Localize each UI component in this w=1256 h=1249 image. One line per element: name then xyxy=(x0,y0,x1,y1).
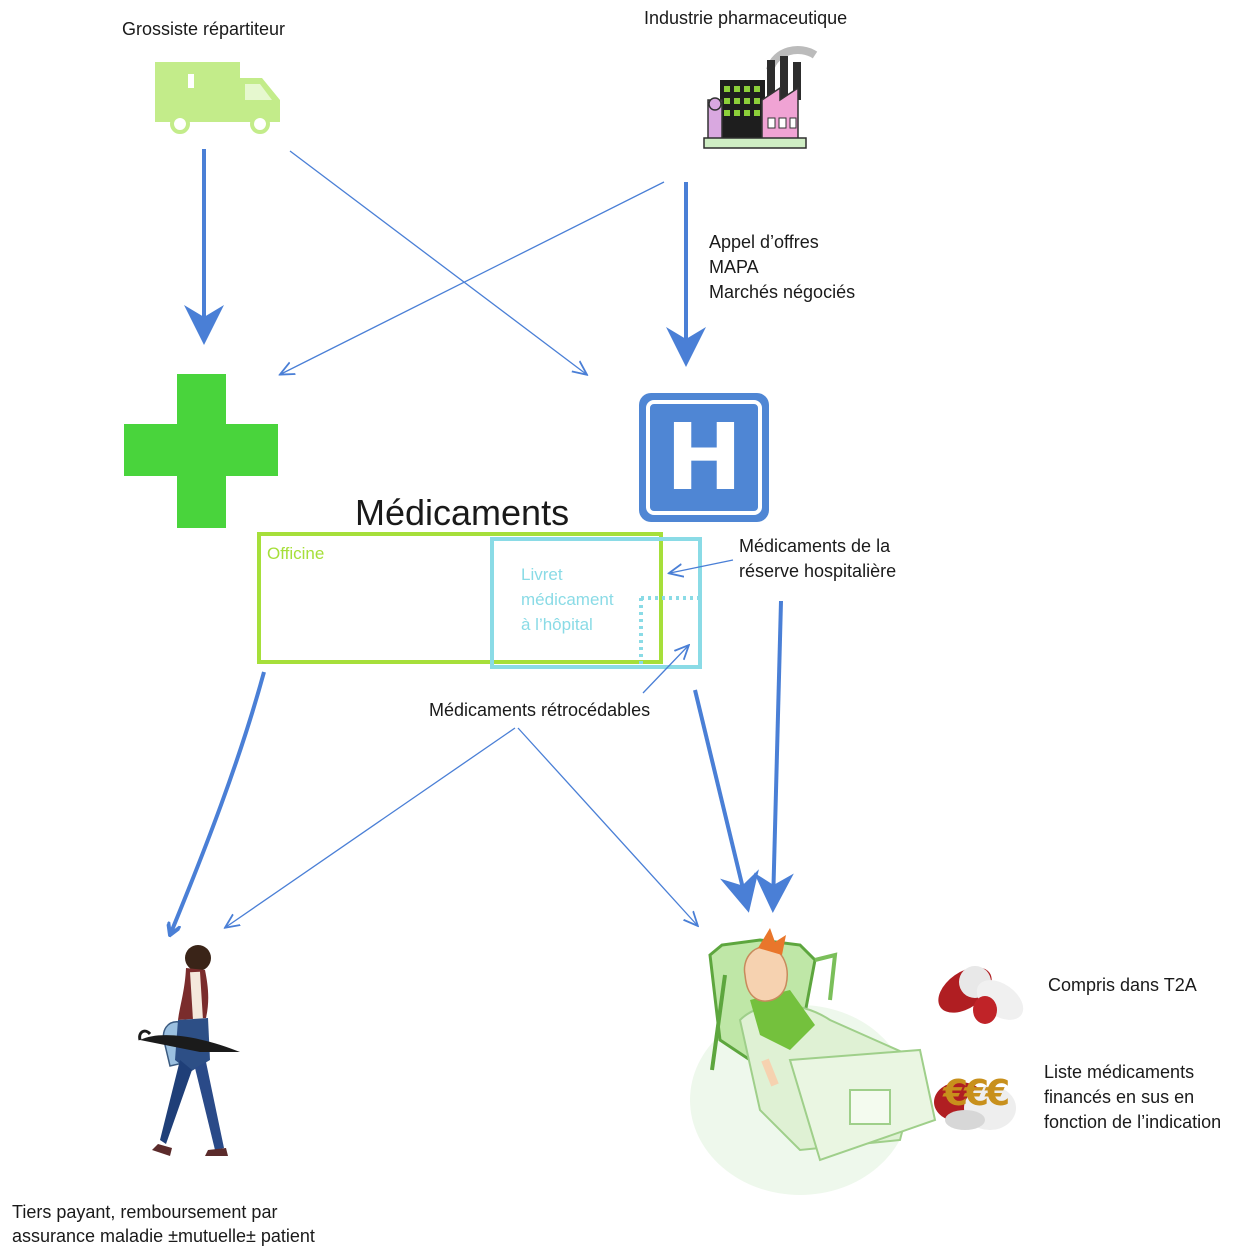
mapa-label: MAPA xyxy=(709,257,759,277)
retrocedables-label: Médicaments rétrocédables xyxy=(429,700,651,720)
officine-box xyxy=(257,532,663,664)
arrow-officine-patient xyxy=(170,671,266,935)
reserve-label-line1: Médicaments de la xyxy=(739,536,891,556)
hospital-icon xyxy=(639,393,769,522)
arrow-retro-label xyxy=(642,646,688,694)
truck-icon xyxy=(155,62,280,134)
tiers-payant-line2: assurance maladie ±mutuelle± patient xyxy=(12,1226,315,1246)
euro-symbols: €€€ xyxy=(943,1073,1010,1114)
pharmacy-cross-icon xyxy=(124,374,278,528)
arrow-grossiste-hopital xyxy=(289,150,586,374)
pills-icon xyxy=(938,966,1024,1024)
arrow-industrie-officine xyxy=(281,181,665,374)
liste-label-line3: fonction de l’indication xyxy=(1044,1112,1222,1132)
walking-woman-icon xyxy=(138,945,240,1156)
arrow-reserve-label xyxy=(670,559,734,573)
arrow-retro-hopital-bed xyxy=(517,727,697,925)
grossiste-label: Grossiste répartiteur xyxy=(122,19,286,39)
reserve-subbox xyxy=(639,596,700,664)
t2a-label: Compris dans T2A xyxy=(1048,975,1197,995)
officine-label: Officine xyxy=(267,544,325,563)
reserve-label-line2: réserve hospitalière xyxy=(739,561,897,581)
hospital-bed-icon xyxy=(690,928,937,1195)
arrow-reserve-bed xyxy=(753,600,794,913)
livret-label-line2: médicament xyxy=(521,590,614,609)
arrow-retro-patient xyxy=(226,727,516,927)
liste-label-line2: financés en sus en xyxy=(1044,1087,1195,1107)
livret-label-line1: Livret xyxy=(521,565,563,584)
liste-label-line1: Liste médicaments xyxy=(1044,1062,1195,1082)
pills-euro-icon xyxy=(934,1082,1016,1130)
tiers-payant-line1: Tiers payant, remboursement par xyxy=(12,1202,278,1222)
livret-label-line3: à l’hôpital xyxy=(521,615,593,634)
industrie-label: Industrie pharmaceutique xyxy=(644,8,848,28)
hospital-h-letter: H xyxy=(665,403,743,511)
livret-box xyxy=(490,537,702,669)
arrow-retro-bed xyxy=(693,689,759,913)
marches-negocies-label: Marchés négociés xyxy=(709,282,856,302)
appel-offres-label: Appel d’offres xyxy=(709,232,819,252)
factory-icon xyxy=(703,46,818,149)
medicaments-title: Médicaments xyxy=(355,492,570,533)
